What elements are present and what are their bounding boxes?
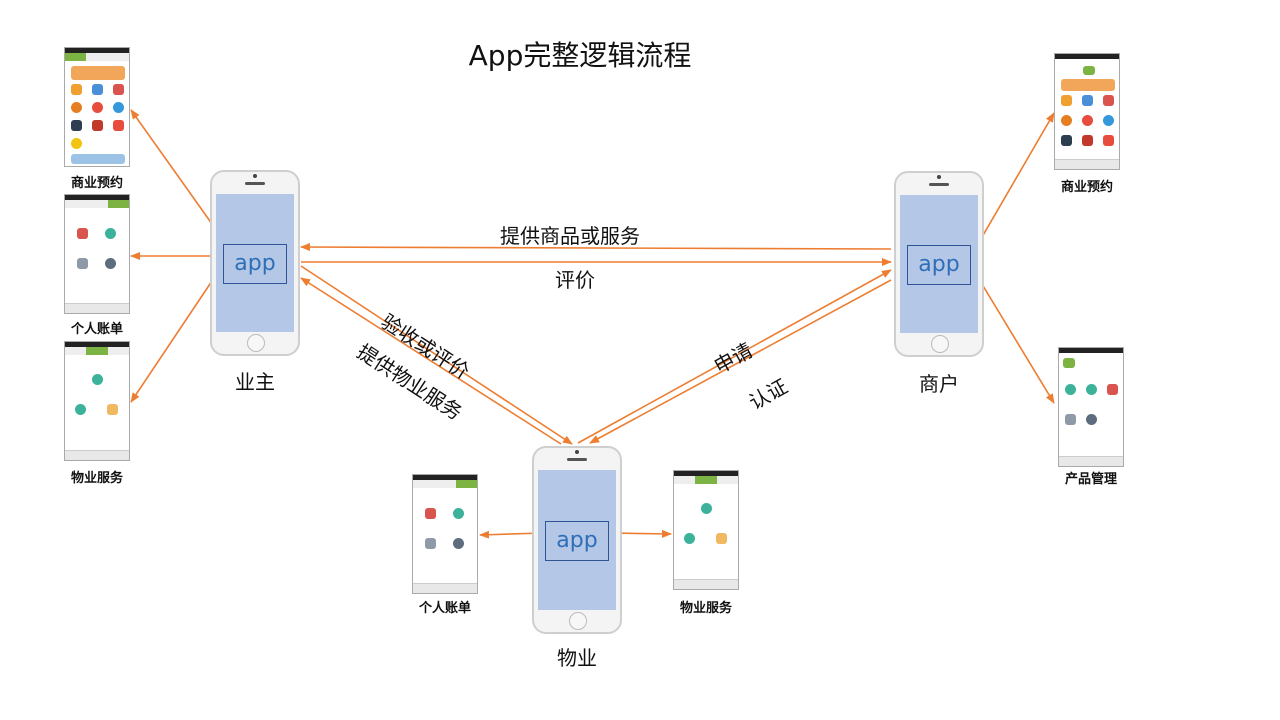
donut-icon (1061, 115, 1072, 126)
arrow-accept-or-review (300, 265, 573, 445)
clock-icon (1082, 115, 1093, 126)
bottom-nav-bar (413, 583, 477, 593)
phone-icon (71, 120, 82, 131)
owner-property-service-label: 物业服务 (70, 471, 123, 486)
banner-image (71, 66, 125, 80)
clock-icon (92, 102, 103, 113)
tab-icon (1083, 66, 1095, 75)
edge-label-provide-goods: 提供商品或服务 (500, 224, 640, 248)
backpack-icon (92, 120, 103, 131)
property-personal-bill-label: 个人账单 (418, 601, 471, 616)
banner-image (71, 154, 125, 164)
owner-business-booking-screen (64, 47, 130, 167)
owner-business-booking-label: 商业预约 (70, 176, 123, 191)
owner-app-box: app (223, 244, 287, 284)
merchant-business-booking-screen (1054, 53, 1120, 170)
arrow-provide-property-service (300, 277, 562, 445)
property-label: 物业 (557, 646, 597, 670)
bottom-nav-bar (674, 579, 738, 589)
bookmark-icon (1107, 384, 1118, 395)
cloud-check-icon (75, 404, 86, 415)
bag-icon (113, 84, 124, 95)
tab-icon (1063, 358, 1075, 368)
calculator-icon (425, 538, 436, 549)
gear-icon (453, 538, 464, 549)
arrow-provide-goods (300, 243, 892, 252)
property-property-service-label: 物业服务 (679, 601, 732, 616)
merchant-label: 商户 (919, 372, 959, 396)
arrow-owner-to-business-booking (130, 109, 223, 239)
cloud-check-icon (453, 508, 464, 519)
calculator-icon (77, 258, 88, 269)
banner-image (1061, 79, 1115, 91)
owner-label: 业主 (235, 370, 275, 394)
edge-label-review: 评价 (555, 268, 595, 292)
medical-icon (1103, 135, 1114, 146)
phone-icon (1061, 135, 1072, 146)
arrow-apply (577, 269, 892, 444)
cloud-check-icon (105, 228, 116, 239)
arrow-certify (589, 279, 892, 444)
cloud-upload-icon (1065, 384, 1076, 395)
bag-icon (1103, 95, 1114, 106)
backpack-icon (1082, 135, 1093, 146)
camera-icon (113, 102, 124, 113)
calculator-icon (1065, 414, 1076, 425)
merchant-business-booking-label: 商业预约 (1060, 180, 1113, 195)
cloud-upload-icon (701, 503, 712, 514)
medical-icon (113, 120, 124, 131)
cloud-check-icon (684, 533, 695, 544)
property-app-box: app (545, 521, 609, 561)
bottom-nav-bar (1055, 159, 1119, 169)
bottom-nav-bar (65, 303, 129, 313)
owner-personal-bill-screen (64, 194, 130, 314)
owner-property-service-screen (64, 341, 130, 461)
donut-icon (71, 102, 82, 113)
cloud-upload-icon (92, 374, 103, 385)
owner-phone: app (210, 170, 300, 356)
arrow-merchant-to-product-management (970, 265, 1055, 404)
building-icon (92, 84, 103, 95)
arrow-owner-to-property-service (130, 265, 223, 403)
mail-icon (107, 404, 118, 415)
property-phone: app (532, 446, 622, 634)
bookmark-icon (425, 508, 436, 519)
merchant-app-box: app (907, 245, 971, 285)
building-icon (1082, 95, 1093, 106)
diagram-title: App完整逻辑流程 (468, 39, 692, 72)
owner-personal-bill-label: 个人账单 (70, 322, 123, 337)
camera-icon (1103, 115, 1114, 126)
shop-icon (1061, 95, 1072, 106)
merchant-product-management-screen (1058, 347, 1124, 467)
gear-icon (1086, 414, 1097, 425)
property-property-service-screen (673, 470, 739, 590)
mail-icon (716, 533, 727, 544)
lamp-icon (71, 138, 82, 149)
gear-icon (105, 258, 116, 269)
merchant-product-management-label: 产品管理 (1064, 472, 1117, 487)
cloud-check-icon (1086, 384, 1097, 395)
arrow-merchant-to-business-booking (970, 112, 1055, 257)
bookmark-icon (77, 228, 88, 239)
bottom-nav-bar (65, 450, 129, 460)
bottom-nav-bar (1059, 456, 1123, 466)
merchant-phone: app (894, 171, 984, 357)
property-personal-bill-screen (412, 474, 478, 594)
shop-icon (71, 84, 82, 95)
